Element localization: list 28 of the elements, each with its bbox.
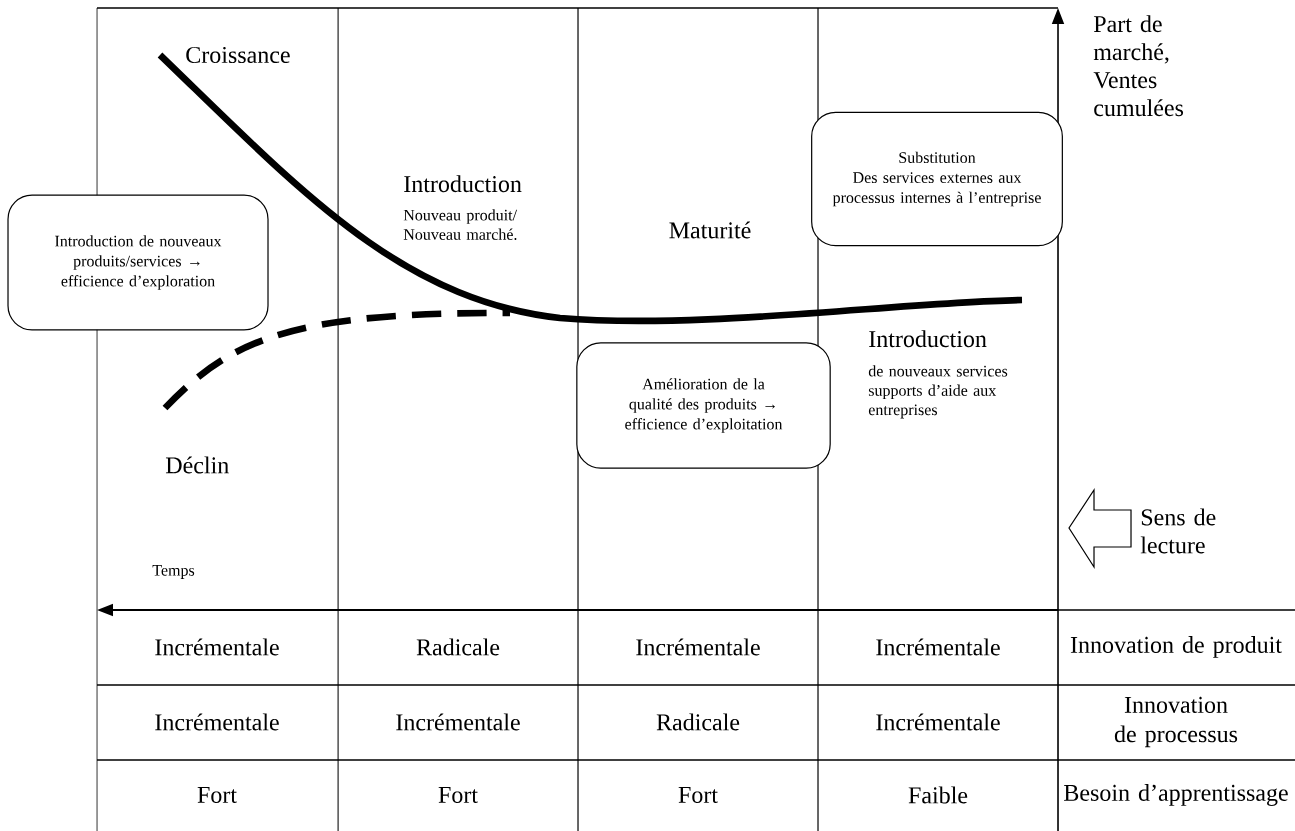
table-cell: Fort [438,787,478,803]
table-cell: Besoin d’apprentissage [1064,784,1288,806]
table-cell: Radicale [656,713,740,731]
stage-label: Croissance [186,46,290,64]
rounded-box: Substitution Des services externes aux processus internes à l’entreprise [811,111,1063,247]
stage-note: Nouveau produit/ Nouveau marché. [403,209,518,240]
table-cell: Incrémentale [396,713,520,731]
axis-label: Part de marché, Ventes cumulées [1093,15,1184,117]
table-cell: Faible [908,786,968,804]
rounded-box: Amélioration de la qualité des produits → efficience d’exploitation [576,342,831,469]
direction-label: Sens de lecture [1140,508,1216,554]
stage-note: de nouveaux services supports d’aide aux entreprises [868,365,1008,419]
table-cell: Innovation de produit [1070,636,1282,658]
stage-label: Introduction [404,175,522,193]
table-cell: Incrémentale [155,713,279,731]
table-cell: Radicale [416,638,500,656]
table-cell: Incrémentale [876,713,1000,731]
table-cell: Incrémentale [636,638,760,656]
table-cell: Incrémentale [876,638,1000,656]
rounded-box: Introduction de nouveaux produits/services → efficience d’exploration [7,194,269,331]
table-cell: Incrémentale [155,638,279,656]
axis-label: Temps [152,565,195,579]
table-cell: Fort [678,787,718,803]
table-cell: Fort [197,787,237,803]
stage-label: Déclin [165,456,229,474]
table-cell: Innovation de processus [1114,696,1238,748]
stage-label: Maturité [669,221,751,239]
stage-label: Introduction [869,330,987,348]
